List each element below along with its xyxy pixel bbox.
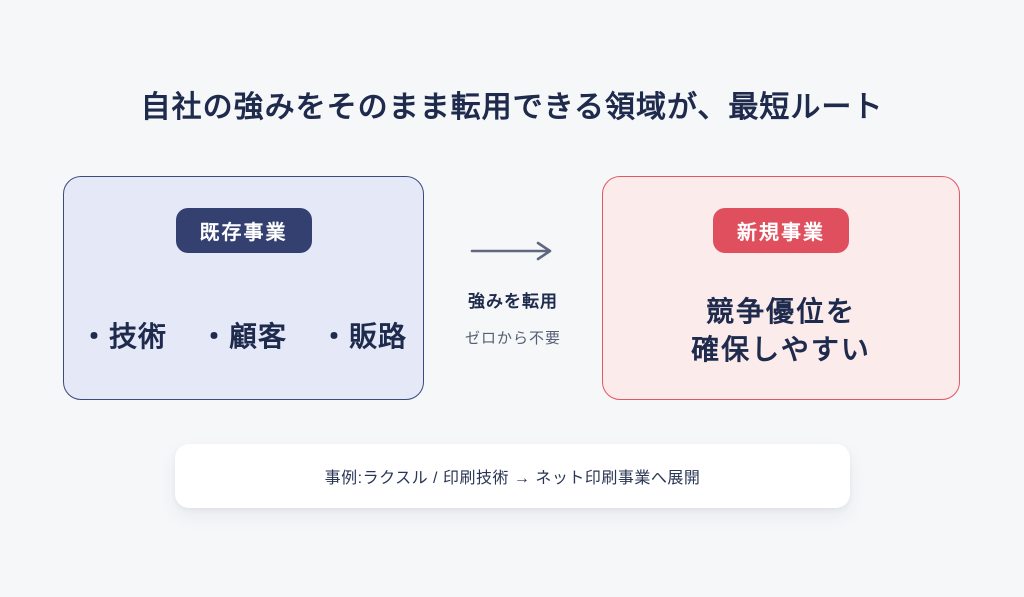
existing-business-card: 既存事業 ・技術 ・顧客 ・販路 — [63, 176, 424, 400]
example-note-text: 事例:ラクスル / 印刷技術 → ネット印刷事業へ展開 — [324, 470, 701, 487]
existing-business-items: ・技術 ・顧客 ・販路 — [80, 315, 407, 355]
existing-business-item: ・技術 — [79, 321, 167, 352]
existing-business-item: ・顧客 — [199, 321, 287, 352]
existing-business-item: ・販路 — [320, 321, 408, 352]
page-title: 自社の強みをそのまま転用できる領域が、最短ルート — [140, 91, 884, 124]
existing-business-badge: 既存事業 — [175, 208, 312, 253]
new-business-badge: 新規事業 — [713, 208, 849, 253]
transfer-sublabel: ゼロから不要 — [464, 330, 561, 347]
new-business-benefit-line2: 確保しやすい — [691, 334, 871, 365]
right-arrow-icon — [470, 241, 552, 261]
new-business-card: 新規事業 競争優位を 確保しやすい — [602, 176, 960, 400]
example-note-card: 事例:ラクスル / 印刷技術 → ネット印刷事業へ展開 — [175, 444, 850, 508]
new-business-benefit-line1: 競争優位を — [705, 296, 856, 327]
transfer-arrow-group: 強みを転用 ゼロから不要 — [424, 230, 602, 348]
new-business-benefit: 競争優位を 確保しやすい — [691, 293, 871, 369]
transfer-label: 強みを転用 — [468, 292, 558, 311]
